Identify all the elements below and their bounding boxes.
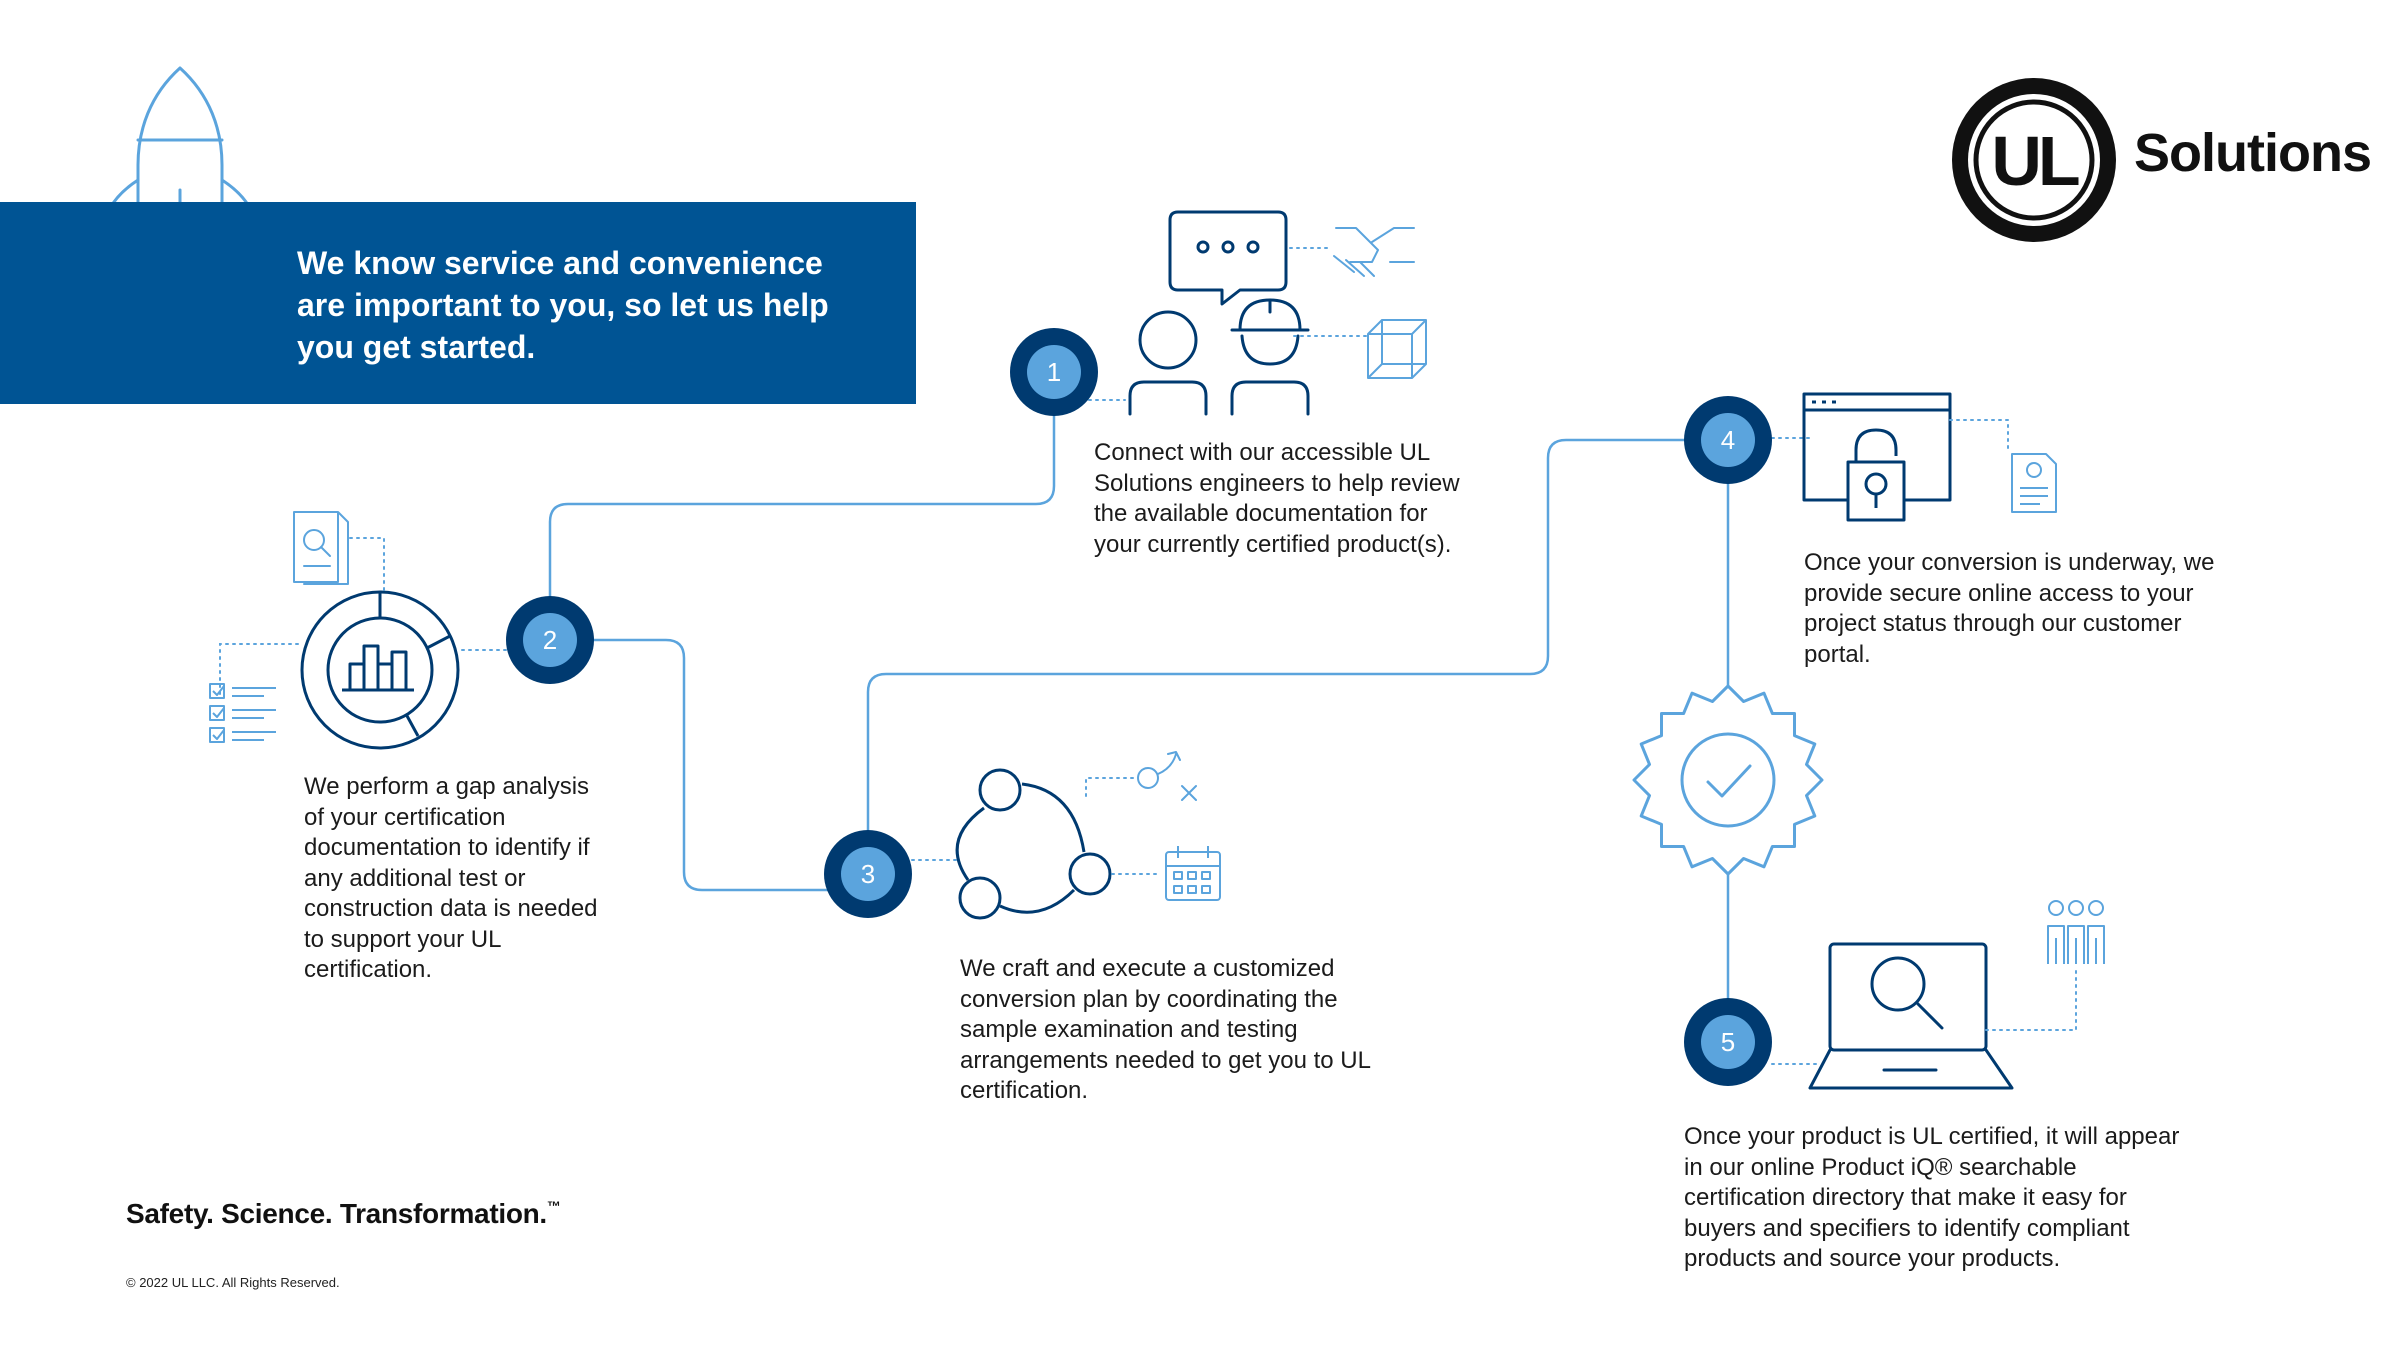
connector-line xyxy=(548,372,1730,1042)
step-marker-inner xyxy=(841,847,895,901)
leader-step-4-doc xyxy=(1949,419,2009,451)
engineers-icon xyxy=(1128,210,1310,416)
tagline-text: Safety. Science. Transformation. xyxy=(126,1198,547,1229)
step-2-marker: 2 xyxy=(506,596,594,684)
trademark-mark: ™ xyxy=(546,1198,561,1214)
step-number: 2 xyxy=(543,625,557,655)
cycle-icon xyxy=(955,768,1112,920)
intro-banner xyxy=(0,202,916,404)
logo-inner-disc xyxy=(1968,94,2100,226)
step-number: 4 xyxy=(1721,425,1735,455)
step-5-text: Once your product is UL certified, it wi… xyxy=(1684,1123,2180,1272)
step-3-marker: 3 xyxy=(824,830,912,918)
calendar-icon xyxy=(1165,846,1221,901)
step-1-marker: 1 xyxy=(1010,328,1098,416)
copyright: © 2022 UL LLC. All Rights Reserved. xyxy=(126,1275,340,1290)
laptop-search-icon xyxy=(1808,942,2014,1090)
step-4-marker: 4 xyxy=(1684,396,1772,484)
intro-text: We know service and convenience are impo… xyxy=(297,245,829,365)
step-number: 5 xyxy=(1721,1027,1735,1057)
ul-logo-mark: UL xyxy=(1952,78,2116,242)
leader-step-1-icons xyxy=(1289,247,1369,337)
logo-name: Solutions xyxy=(2134,123,2372,183)
checklist-icon xyxy=(209,683,276,743)
leader-step-2-doc xyxy=(349,537,385,591)
step-marker-inner xyxy=(1701,413,1755,467)
logo-inner-ring xyxy=(1973,99,2095,221)
step-number: 3 xyxy=(861,859,875,889)
chat-bubble-icon xyxy=(1168,210,1288,306)
leader-step-5-people xyxy=(1985,969,2077,1031)
secure-browser-icon xyxy=(1802,392,1952,522)
step-3-text: We craft and execute a customized conver… xyxy=(960,955,1371,1104)
cube-icon xyxy=(1367,319,1427,379)
logo-mark-text: UL xyxy=(1991,122,2079,200)
document-search-icon xyxy=(293,511,349,585)
leader-step-3-strategy xyxy=(1085,777,1135,797)
step-marker-inner xyxy=(1027,345,1081,399)
step-marker-inner xyxy=(1701,1015,1755,1069)
step-marker-inner xyxy=(523,613,577,667)
seal-check-icon xyxy=(1632,684,1824,876)
handshake-icon xyxy=(1333,227,1415,277)
step-5-marker: 5 xyxy=(1684,998,1772,1086)
step-2-text: We perform a gap analysis of your certif… xyxy=(304,773,598,983)
analysis-chart-icon xyxy=(300,590,460,750)
tagline: Safety. Science. Transformation.™ xyxy=(126,1198,561,1230)
people-group-icon xyxy=(2047,900,2105,964)
step-number: 1 xyxy=(1047,357,1061,387)
step-4-text: Once your conversion is underway, we pro… xyxy=(1804,549,2215,668)
strategy-icon xyxy=(1137,751,1197,801)
step-1-text: Connect with our accessible UL Solutions… xyxy=(1094,439,1460,558)
certificate-document-icon xyxy=(2011,453,2057,513)
leader-step-2-list xyxy=(219,643,301,695)
